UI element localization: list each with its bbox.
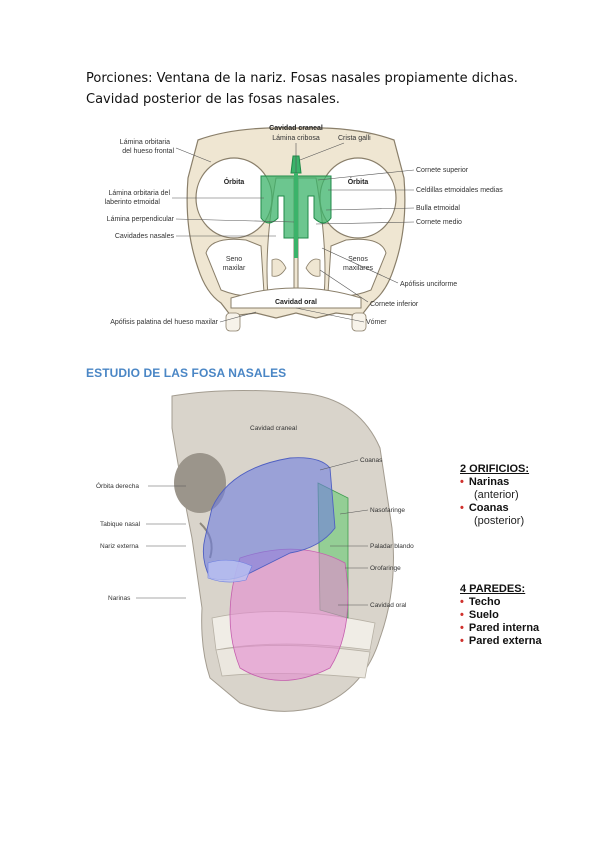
inferior-concha-left — [271, 258, 287, 277]
label-lamina-orbitaria-frontal-1: Lámina orbitaria — [120, 139, 170, 146]
pared-item-suelo: •Suelo — [460, 609, 499, 621]
pared-item-techo: •Techo — [460, 596, 501, 608]
label-orbita-left: Órbita — [224, 177, 245, 186]
perpendicular-plate — [294, 173, 298, 258]
orificios-box: 2 ORIFICIOS: •Narinas (anterior) •Coanas… — [460, 463, 529, 528]
label-cornete-inferior: Cornete inferior — [370, 301, 419, 308]
oral-cavity-shape — [230, 287, 362, 309]
leader-cornete-superior — [317, 169, 415, 181]
label-orofaringe: Orofaringe — [370, 565, 401, 572]
fig2-left-labels: Órbita derecha Tabique nasal Nariz exter… — [96, 481, 186, 602]
leader-apofisis-unciforme — [321, 247, 399, 284]
label-bulla: Bulla etmoidal — [416, 205, 460, 212]
orbit-cavity — [174, 453, 226, 513]
label-senos-2: maxilares — [343, 265, 373, 272]
bullet-icon: • — [460, 609, 464, 621]
leader-cornete-medio — [315, 221, 415, 225]
label-orbita-derecha: Órbita derecha — [96, 481, 139, 490]
label-cavidad-oral-2: Cavidad oral — [370, 602, 407, 609]
label-nasofaringe: Nasofaringe — [370, 507, 405, 514]
label-lamina-orbitaria-etmoidal-1: Lámina orbitaria del — [109, 190, 171, 197]
leader-bulla — [325, 207, 415, 211]
label-lamina-orbitaria-frontal-2: del hueso frontal — [122, 148, 174, 155]
nostril-region — [207, 559, 253, 583]
label-lamina-orbitaria-etmoidal-2: laberinto etmoidal — [105, 199, 161, 206]
label-crista-galli: Crista galli — [338, 135, 371, 142]
leader-nasofaringe — [339, 509, 369, 515]
leader-cornete-inferior — [319, 269, 369, 303]
pared-item-interna: •Pared interna — [460, 622, 540, 634]
orificio-item-coanas: •Coanas — [460, 502, 509, 514]
orificios-heading: 2 ORIFICIOS: — [460, 463, 530, 475]
maxillary-sinus-left — [205, 238, 265, 297]
bullet-icon: • — [460, 476, 464, 488]
leader-lamina-perpendicular — [175, 218, 295, 223]
label-paladar-blando: Paladar blando — [370, 543, 414, 550]
label-celdillas: Celdillas etmoidales medias — [416, 187, 503, 194]
oral-cavity-region — [229, 548, 349, 681]
label-seno-1: Seno — [226, 256, 242, 263]
label-lamina-perpendicular: Lámina perpendicular — [107, 216, 175, 223]
label-vomer: Vómer — [366, 319, 387, 326]
label-tabique-nasal: Tabique nasal — [100, 521, 141, 528]
label-lamina-cribosa: Lámina cribosa — [272, 135, 320, 142]
leader-apofisis-palatina — [219, 311, 257, 323]
label-apofisis-unciforme: Apófisis unciforme — [400, 281, 457, 288]
bullet-icon: • — [460, 622, 464, 634]
paredes-box: 4 PAREDES: •Techo •Suelo •Pared interna … — [460, 583, 542, 648]
label-cornete-superior: Cornete superior — [416, 167, 469, 174]
inferior-concha-right — [305, 258, 321, 277]
orificio-sub-narinas: (anterior) — [474, 489, 519, 501]
section-title: ESTUDIO DE LAS FOSA NASALES — [86, 366, 287, 380]
label-coanas: Coanas — [360, 457, 383, 464]
bullet-icon: • — [460, 502, 464, 514]
label-nariz-externa: Nariz externa — [100, 543, 139, 550]
leader-vomer — [295, 307, 365, 323]
orificio-sub-coanas: (posterior) — [474, 515, 525, 527]
label-narinas: Narinas — [108, 595, 131, 602]
leader-crista-galli — [299, 142, 345, 161]
skull-3d-svg: Cavidad craneal Coanas Nasofaringe Palad… — [171, 389, 414, 712]
intro-paragraph: Porciones: Ventana de la nariz. Fosas na… — [86, 71, 518, 107]
leader-coanas — [319, 459, 359, 471]
tooth-right — [351, 312, 367, 332]
bullet-icon: • — [460, 635, 464, 647]
coronal-section-svg: Cavidad craneal Lámina cribosa Crista ga… — [105, 125, 503, 332]
maxillary-sinus-right — [327, 238, 387, 297]
label-cavidad-craneal: Cavidad craneal — [269, 125, 323, 132]
leader-lamina-orbitaria-frontal — [175, 147, 212, 163]
label-cavidad-craneal-2: Cavidad craneal — [250, 425, 298, 432]
orificio-item-narinas: •Narinas — [460, 476, 510, 488]
label-cavidades-nasales: Cavidades nasales — [115, 233, 175, 240]
label-seno-2: maxilar — [223, 265, 246, 272]
label-apofisis-palatina: Apófisis palatina del hueso maxilar — [110, 319, 218, 326]
label-senos-1: Senos — [348, 256, 368, 263]
label-cavidad-oral: Cavidad oral — [275, 299, 317, 306]
bullet-icon: • — [460, 596, 464, 608]
coronal-section-figure: Cavidad craneal Lámina cribosa Crista ga… — [86, 118, 526, 338]
tooth-left — [225, 312, 241, 332]
paredes-heading: 4 PAREDES: — [460, 583, 526, 595]
label-orbita-right: Órbita — [348, 177, 369, 186]
skull-3d-figure: Cavidad craneal Coanas Nasofaringe Palad… — [170, 388, 440, 723]
pared-item-externa: •Pared externa — [460, 635, 542, 647]
label-cornete-medio: Cornete medio — [416, 219, 462, 226]
